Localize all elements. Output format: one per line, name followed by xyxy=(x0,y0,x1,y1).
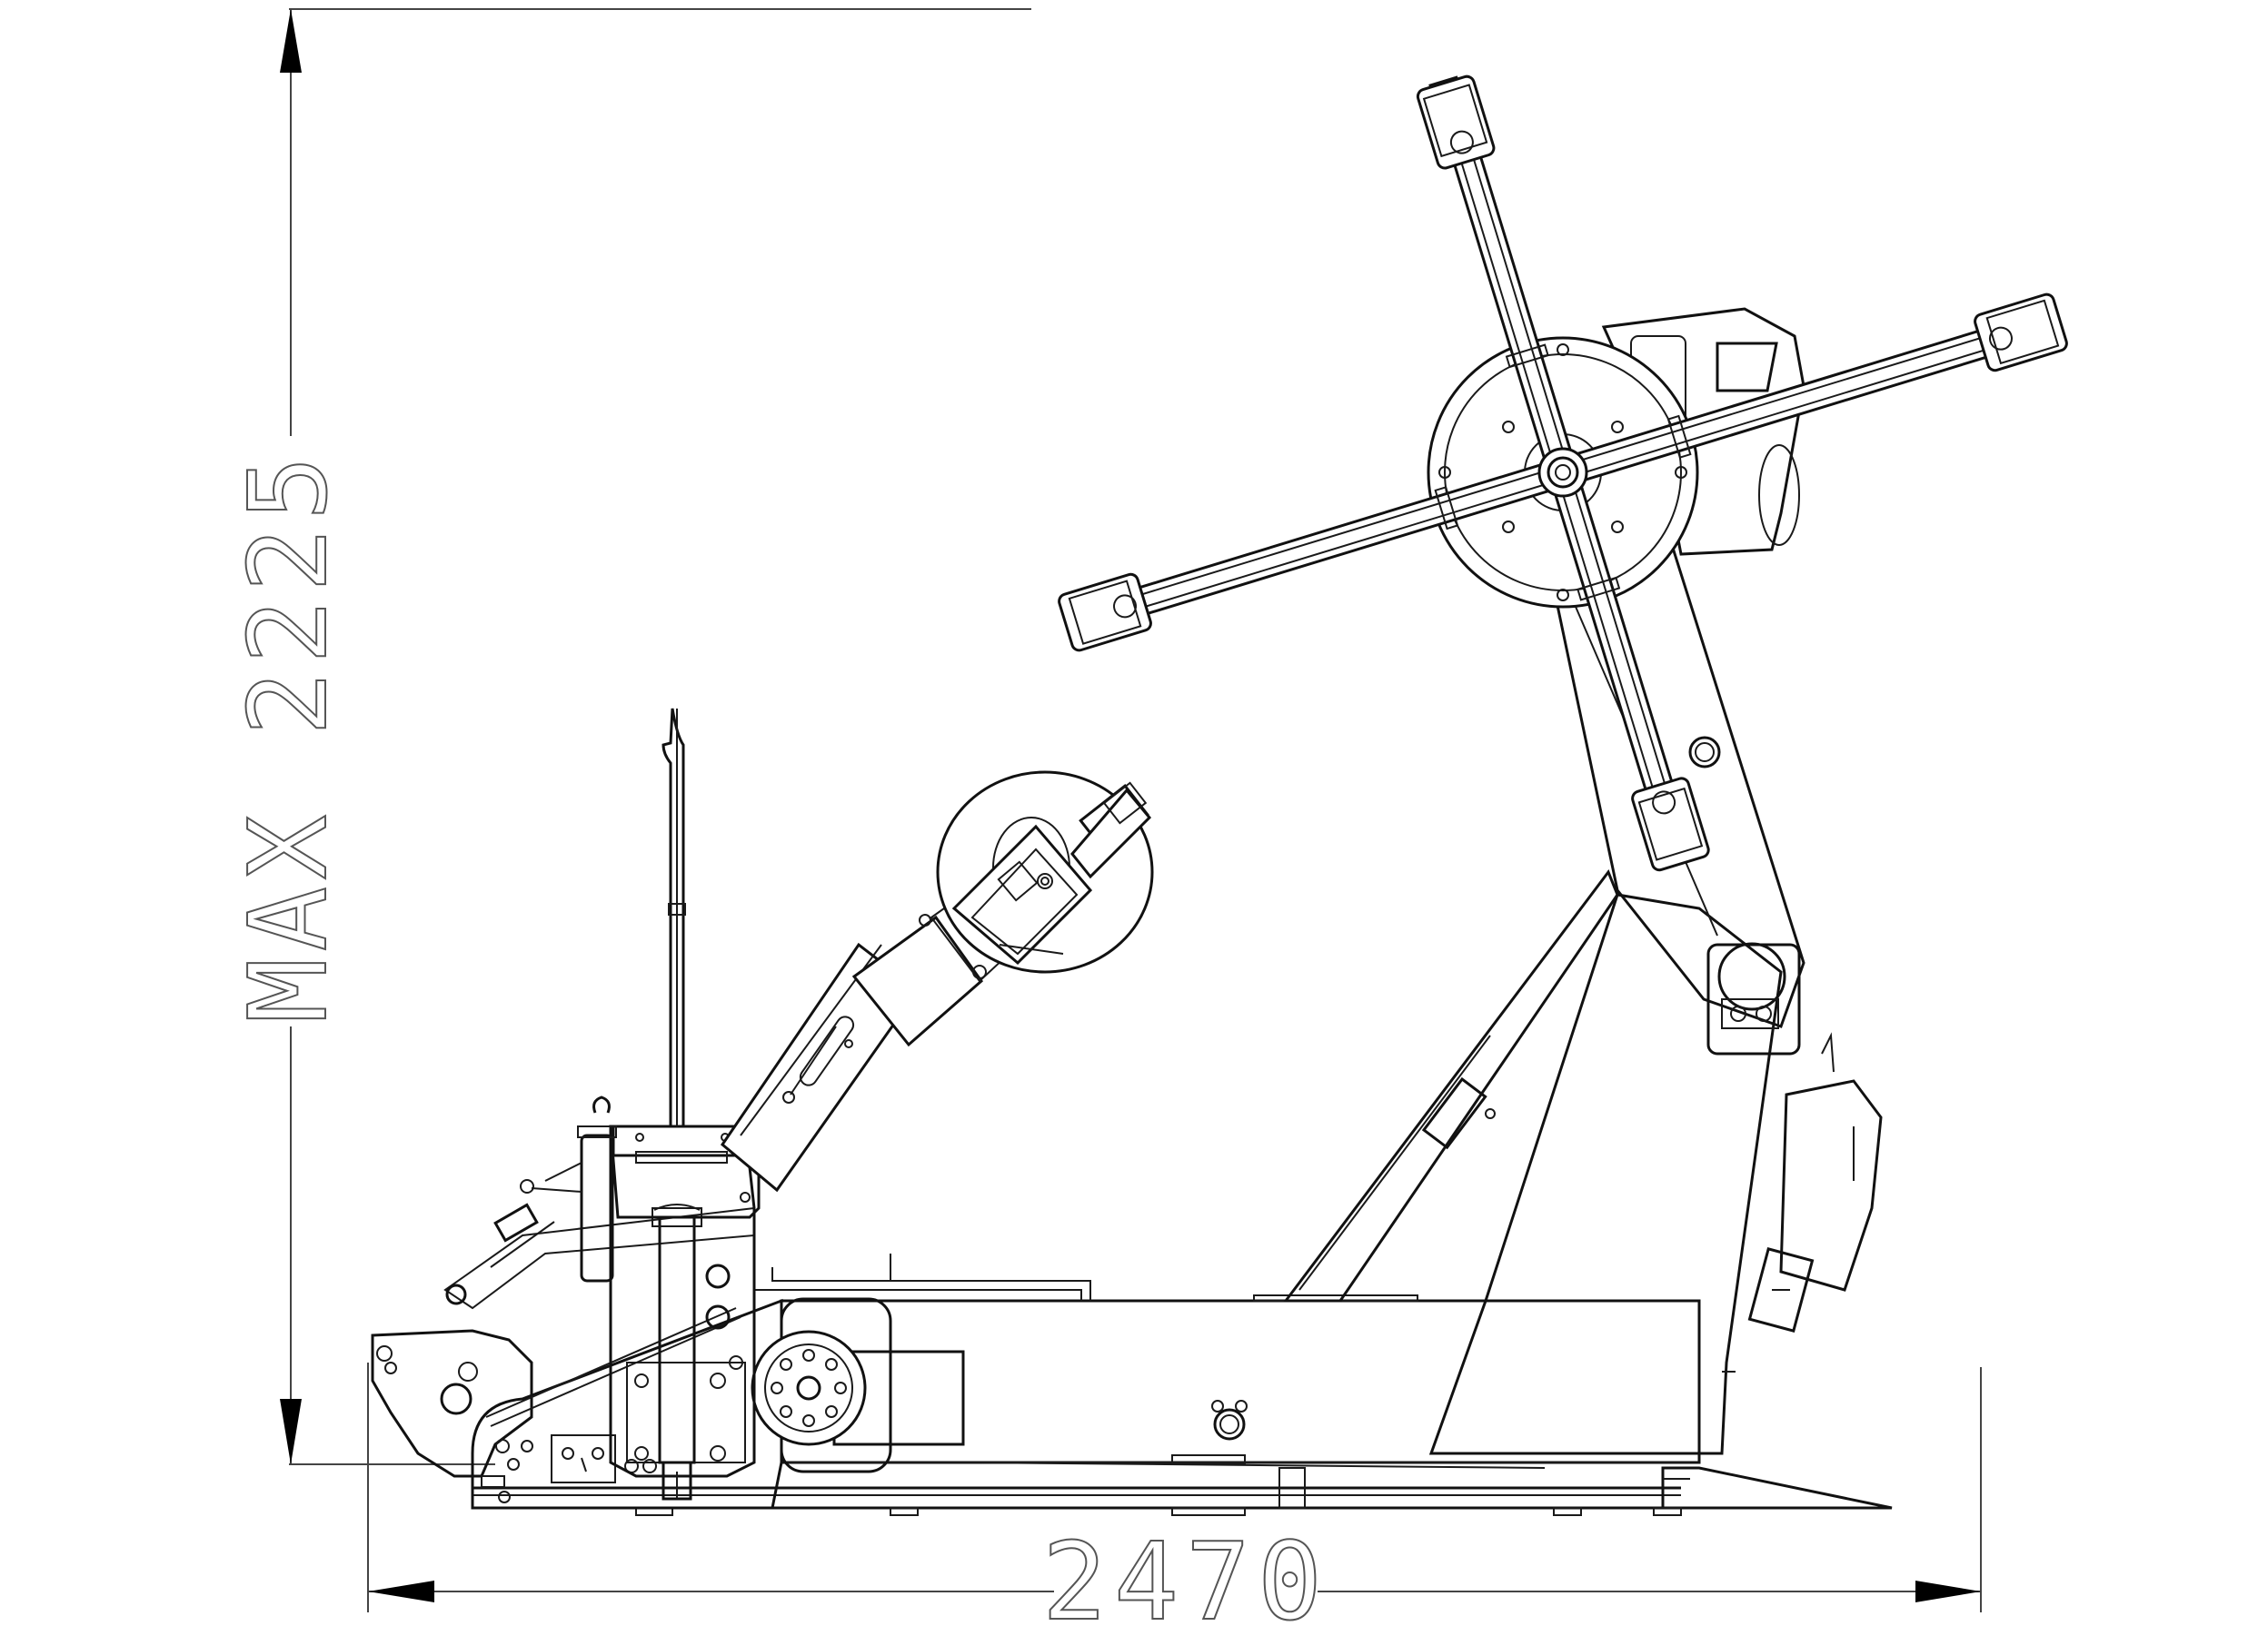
bead-breaker-arm xyxy=(720,770,1154,1193)
lower-tool-body xyxy=(371,1203,783,1510)
upper-arm xyxy=(1543,543,1883,1333)
arrow-left-icon xyxy=(368,1581,434,1602)
arrow-down-icon xyxy=(280,1399,302,1464)
tool-column xyxy=(520,1096,1091,1501)
arrow-up-icon xyxy=(280,9,302,73)
machine-base xyxy=(472,1294,1893,1516)
wheel-clamp-turntable xyxy=(1058,74,2068,872)
width-dimension: 2470 xyxy=(367,1363,1982,1626)
height-dimension-label: MAX 2225 xyxy=(225,449,351,1023)
arrow-right-icon xyxy=(1915,1581,1981,1602)
vertical-column xyxy=(1282,868,1783,1455)
width-dimension-label: 2470 xyxy=(1042,1519,1329,1626)
operating-lever xyxy=(662,708,686,1126)
height-dimension: MAX 2225 xyxy=(224,8,1031,1465)
